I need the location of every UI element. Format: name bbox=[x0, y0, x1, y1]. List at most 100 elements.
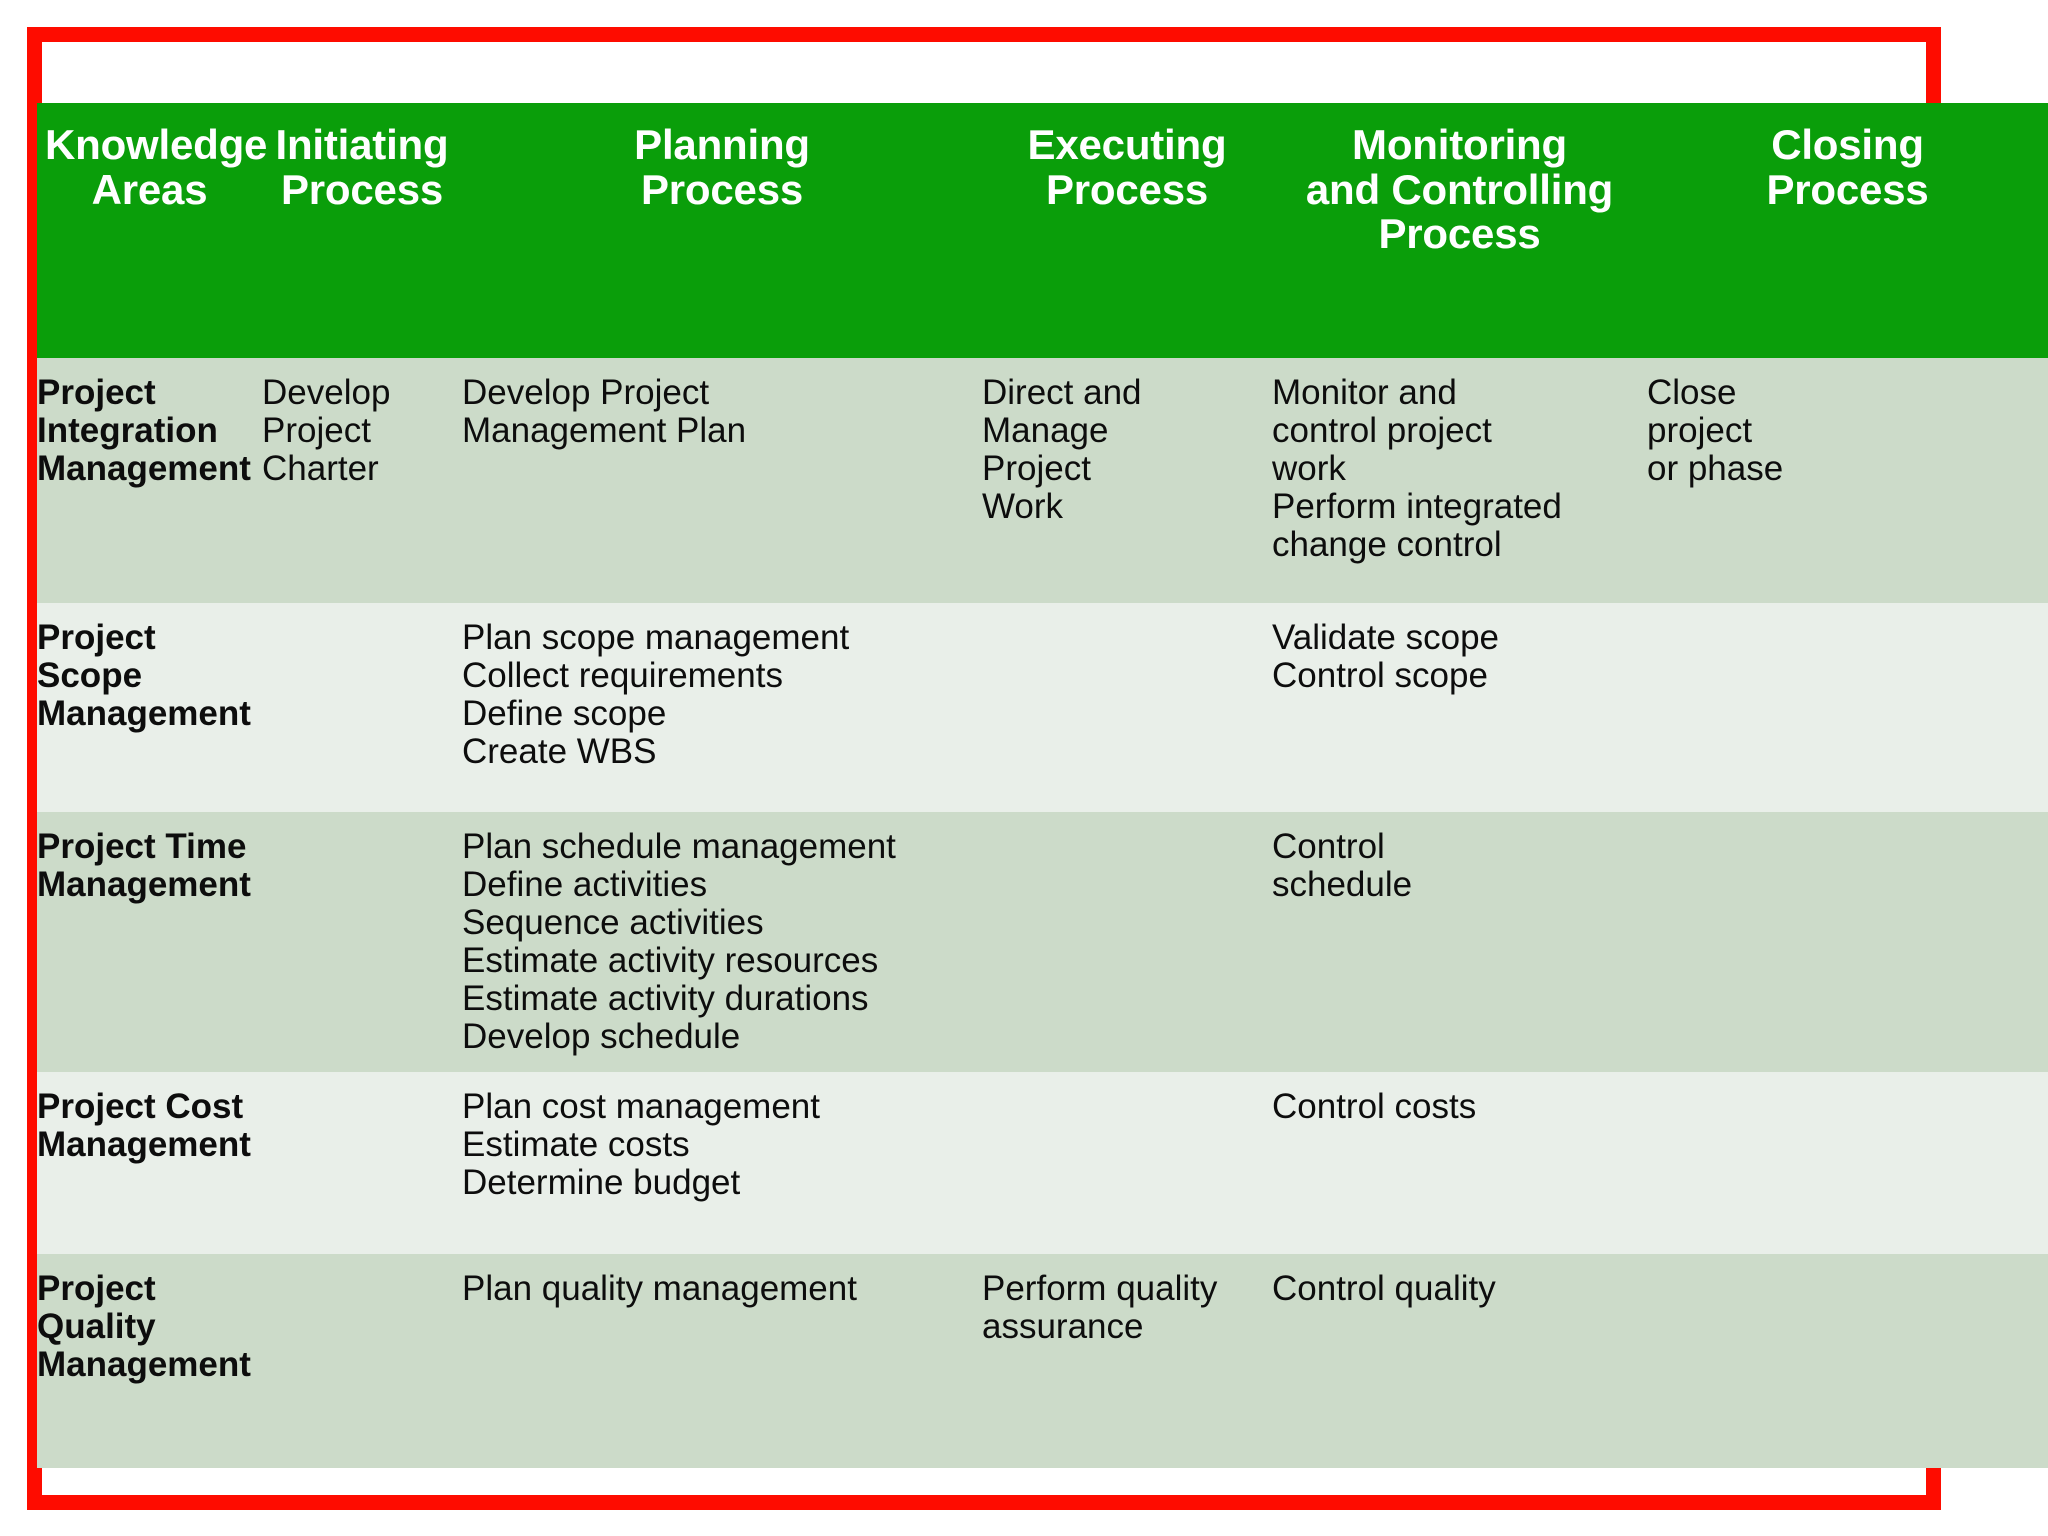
cell-initiating bbox=[262, 812, 462, 1072]
cell-line: Quality bbox=[37, 1306, 156, 1346]
cell-executing bbox=[982, 603, 1272, 812]
cell-line: Validate scope bbox=[1272, 618, 1500, 657]
cell-line: control project bbox=[1272, 410, 1492, 450]
cell-closing bbox=[1647, 1253, 2048, 1468]
cell-line: Work bbox=[982, 486, 1064, 526]
cell-line: change control bbox=[1272, 524, 1502, 564]
cell-line: Estimate costs bbox=[462, 1124, 690, 1164]
header-line: Knowledge bbox=[45, 121, 268, 168]
cell-line: project bbox=[1647, 410, 1753, 450]
cell-monitoring: Control quality bbox=[1272, 1253, 1647, 1468]
cell-line: Collect requirements bbox=[462, 655, 783, 695]
cell-line: Plan cost management bbox=[462, 1086, 820, 1126]
header-line: Planning bbox=[634, 121, 810, 168]
cell-line: Develop Project bbox=[462, 373, 710, 412]
cell-line: Sequence activities bbox=[462, 902, 764, 942]
empty-cell bbox=[982, 828, 1262, 829]
cell-closing bbox=[1647, 1071, 2048, 1254]
cell-initiating bbox=[262, 603, 462, 812]
cell-line: Develop bbox=[262, 373, 391, 412]
cell-line: Project bbox=[37, 373, 156, 412]
empty-cell bbox=[262, 828, 452, 829]
empty-cell bbox=[262, 1270, 452, 1271]
cell-line: Project bbox=[37, 1268, 156, 1308]
cell-line: Create WBS bbox=[462, 731, 657, 771]
cell-line: Management bbox=[37, 693, 251, 733]
cell-line: Perform quality bbox=[982, 1268, 1218, 1308]
cell-line: Project bbox=[37, 618, 156, 657]
header-line: Process bbox=[1378, 210, 1541, 258]
empty-cell bbox=[982, 1088, 1262, 1089]
cell-line: Develop schedule bbox=[462, 1016, 741, 1056]
cell-line: assurance bbox=[982, 1306, 1144, 1346]
cell-line: Project bbox=[262, 410, 371, 450]
cell-line: Direct and bbox=[982, 373, 1142, 412]
cell-line: Determine budget bbox=[462, 1162, 741, 1202]
cell-line: Monitor and bbox=[1272, 373, 1457, 412]
empty-cell bbox=[262, 1088, 452, 1089]
header-line: Initiating bbox=[275, 121, 449, 168]
cell-planning: Plan quality management bbox=[462, 1253, 982, 1468]
header-line: Closing bbox=[1771, 121, 1924, 168]
header-line: Process bbox=[640, 165, 804, 213]
cell-line: Integration bbox=[37, 410, 218, 450]
cell-line: Project Cost bbox=[37, 1086, 244, 1126]
header-line: and Controlling bbox=[1305, 165, 1614, 213]
header-line: Process bbox=[1766, 165, 1929, 213]
empty-cell bbox=[982, 619, 1262, 620]
empty-cell bbox=[1647, 1088, 2038, 1089]
cell-line: Define activities bbox=[462, 864, 708, 904]
empty-cell bbox=[1647, 619, 2038, 620]
header-line: Monitoring bbox=[1352, 121, 1567, 168]
cell-line: Control costs bbox=[1272, 1086, 1477, 1126]
cell-line: work bbox=[1272, 448, 1346, 488]
cell-initiating bbox=[262, 1253, 462, 1468]
cell-line: Project bbox=[982, 448, 1091, 488]
cell-monitoring: Control costs bbox=[1272, 1071, 1647, 1254]
cell-line: Plan schedule management bbox=[462, 827, 896, 866]
cell-line: Scope bbox=[37, 655, 143, 695]
cell-executing bbox=[982, 812, 1272, 1072]
cell-line: Plan scope management bbox=[462, 618, 850, 657]
header-line: Process bbox=[280, 165, 444, 213]
cell-line: schedule bbox=[1272, 864, 1413, 904]
cell-line: Charter bbox=[262, 448, 379, 488]
header-line: Executing bbox=[1027, 121, 1227, 168]
empty-cell bbox=[1647, 828, 2038, 829]
cell-initiating bbox=[262, 1071, 462, 1254]
cell-line: Project Time bbox=[37, 827, 247, 866]
cell-line: Control scope bbox=[1272, 655, 1488, 695]
cell-line: Management Plan bbox=[462, 410, 747, 450]
header-line: Process bbox=[1045, 165, 1209, 213]
cell-line: Management bbox=[37, 1124, 251, 1164]
empty-cell bbox=[262, 619, 452, 620]
header-line: Areas bbox=[91, 165, 208, 213]
cell-executing bbox=[982, 1071, 1272, 1254]
cell-line: Estimate activity durations bbox=[462, 978, 869, 1018]
cell-line: Management bbox=[37, 448, 251, 488]
